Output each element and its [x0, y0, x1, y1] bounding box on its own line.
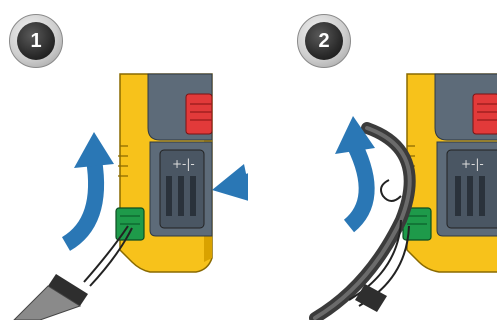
release-button — [185, 93, 213, 135]
wrist-strap — [309, 122, 416, 320]
step-2-illustration: +-|- — [309, 73, 497, 320]
svg-text:+-|-: +-|- — [461, 157, 484, 171]
step-2-panel: +-|- 2 — [249, 0, 497, 320]
curved-arrow-up-icon — [335, 116, 375, 233]
step-1-panel: +-|- — [0, 0, 248, 320]
svg-text:+-|-: +-|- — [172, 157, 195, 171]
step-number: 2 — [305, 22, 343, 60]
wrist-strap — [13, 225, 133, 320]
arrow-left-icon — [212, 164, 248, 201]
strap-latch — [115, 207, 145, 241]
step-number: 1 — [17, 22, 55, 60]
strap-latch — [402, 207, 432, 241]
release-button — [472, 93, 497, 135]
step-1-badge: 1 — [9, 14, 63, 68]
step-2-badge: 2 — [297, 14, 351, 68]
step-1-illustration: +-|- — [13, 73, 248, 320]
curved-arrow-up-icon — [61, 132, 114, 251]
